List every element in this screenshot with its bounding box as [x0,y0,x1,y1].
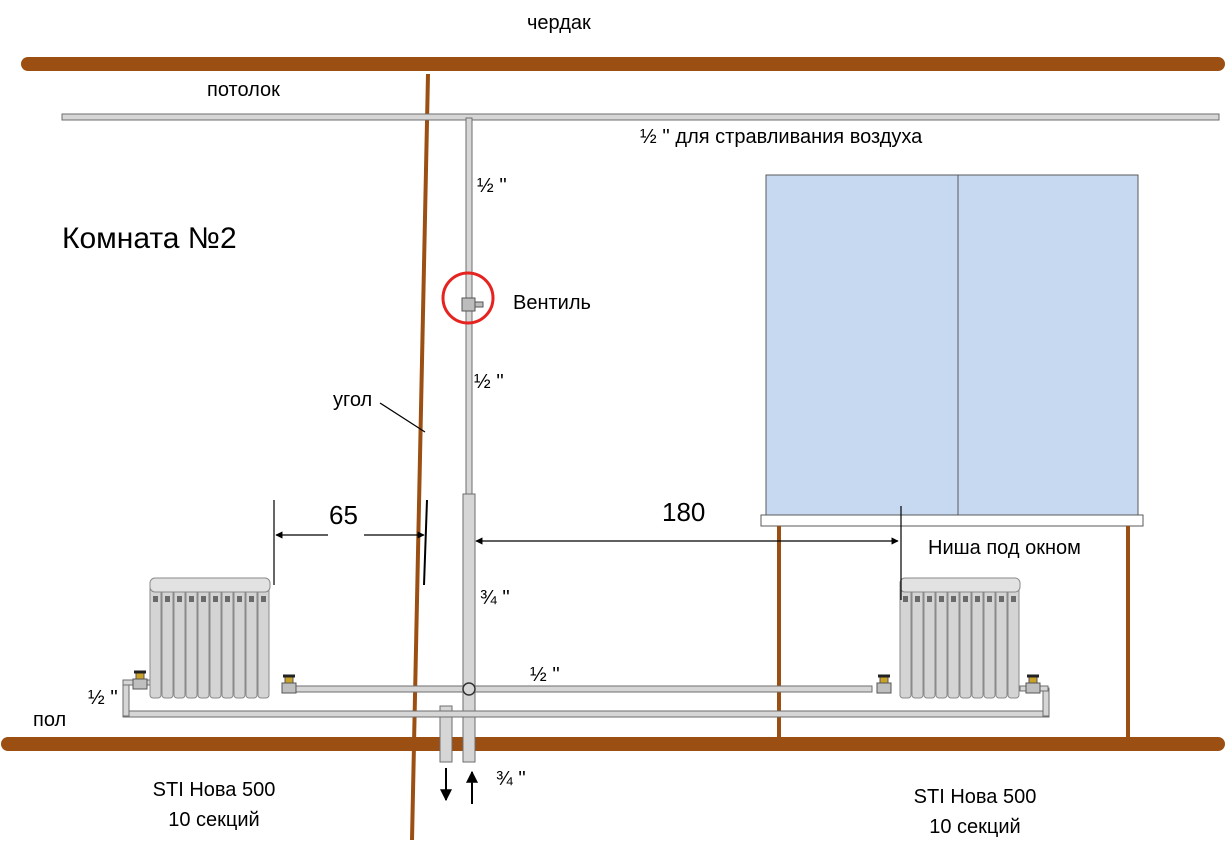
right-connector-pipe [1042,687,1050,717]
corner-line [410,73,430,841]
left-inlet-ball-valve-icon [131,670,149,691]
radiator-right-icon [899,577,1021,699]
ceiling-pipe [61,113,1220,121]
radiator-right-sections: 10 секций [929,816,1020,838]
valve-highlight-circle [441,271,495,325]
return-main-pipe [122,710,1050,718]
valve-icon [461,297,484,312]
left-connector-pipe [122,681,130,717]
corner-leader [379,402,426,433]
return-pipe [439,705,453,763]
ceiling-label: потолок [207,79,280,101]
pipe-middle-label: ½ '' [474,371,504,393]
left-outlet-ball-valve-icon [280,674,298,695]
air-vent-label: ½ '' для стравливания воздуха [640,126,923,148]
valve-label: Вентиль [513,292,591,314]
niche-label: Ниша под окном [928,537,1081,559]
pipe-upper-label: ½ '' [477,175,507,197]
room-title: Комната №2 [62,222,237,255]
dim-left-extension-corner [423,499,428,586]
dim-right-label: 180 [662,497,705,527]
radiator-right-model: STI Нова 500 [914,786,1037,808]
dim-left-label: 65 [329,500,358,530]
radiator-left-icon [149,577,271,699]
floor-label: пол [33,709,66,731]
radiator-left-model: STI Нова 500 [153,779,276,801]
riser-label: ¾ '' [480,587,510,609]
right-outlet-ball-valve-icon [1024,674,1042,695]
attic-label: чердак [527,12,591,34]
feed-left-label: ½ '' [88,687,118,709]
right-inlet-ball-valve-icon [875,674,893,695]
supply-pipe [291,685,873,693]
corner-label: угол [333,389,372,411]
pipe-crossing [462,682,476,696]
radiator-left-sections: 10 секций [168,809,259,831]
feed-right-label: ½ '' [530,664,560,686]
window [760,174,1144,527]
riser-pipe [462,493,476,763]
main-bottom-label: ¾ '' [496,768,526,790]
